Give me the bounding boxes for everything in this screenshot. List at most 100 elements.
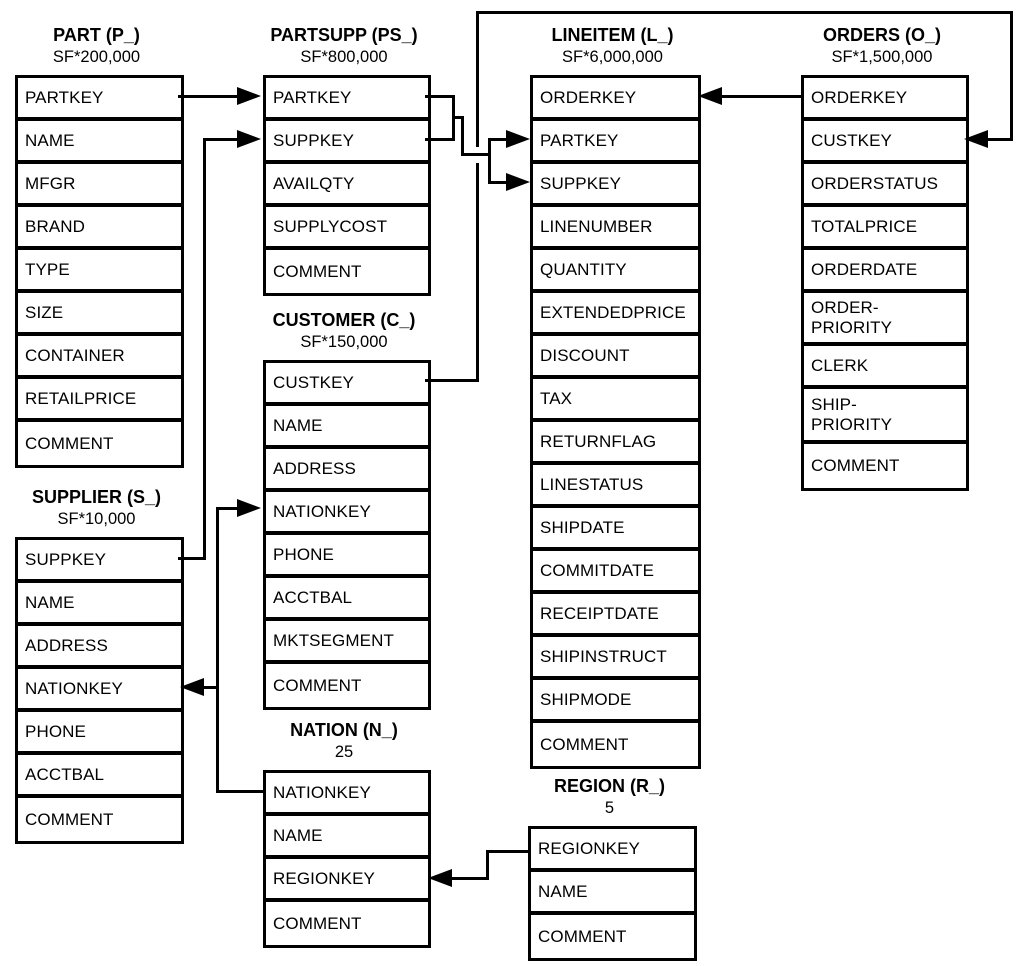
table-cardinality: SF*6,000,000 <box>562 47 663 66</box>
table-title: PART (P_) <box>53 25 140 45</box>
relationship-line <box>720 94 801 98</box>
column-cell: PHONE <box>266 535 428 578</box>
column-cell: COMMENT <box>538 926 627 946</box>
relationship-line <box>476 10 479 147</box>
relationship-line <box>215 506 219 793</box>
arrowhead-icon <box>237 130 261 148</box>
relationship-line <box>460 115 464 156</box>
relationship-line <box>485 850 489 880</box>
column-cell: AVAILQTY <box>266 164 428 207</box>
relationship-line <box>986 137 1013 141</box>
table-header-partsupp: PARTSUPP (PS_)SF*800,000 <box>233 25 455 67</box>
table-cardinality: SF*200,000 <box>52 47 141 66</box>
relationship-line <box>425 378 479 382</box>
column-cell: ACCTBAL <box>18 755 181 798</box>
column-cell: COMMITDATE <box>533 551 698 594</box>
column-cell: PARTKEY <box>18 78 181 121</box>
column-cell: COMMENT <box>25 809 114 829</box>
column-cell: SUPPKEY <box>533 164 698 207</box>
relationship-line <box>425 137 455 141</box>
table-cardinality: SF*800,000 <box>300 47 388 66</box>
table-title: SUPPLIER (S_) <box>31 487 162 507</box>
column-cell: ORDER- PRIORITY <box>804 293 966 346</box>
column-cell: NAME <box>18 121 181 164</box>
column-cell: PHONE <box>18 712 181 755</box>
column-cell: CONTAINER <box>18 336 181 379</box>
relationship-line <box>202 137 206 560</box>
column-cell: EXTENDEDPRICE <box>533 293 698 336</box>
relationship-line <box>485 850 528 853</box>
column-cell: SHIP- PRIORITY <box>804 389 966 444</box>
relationship-line <box>450 876 488 880</box>
column-cell: TOTALPRICE <box>804 207 966 250</box>
column-cell: PARTKEY <box>533 121 698 164</box>
table-header-orders: ORDERS (O_) SF*1,500,000 <box>771 25 993 67</box>
relationship-line <box>202 685 217 689</box>
relationship-line <box>487 137 510 141</box>
column-cell: MKTSEGMENT <box>266 621 428 664</box>
column-cell: NAME <box>266 816 428 859</box>
table-header-lineitem: LINEITEM (L_) SF*6,000,000 <box>500 25 725 67</box>
relationship-line <box>215 506 241 510</box>
column-cell: NAME <box>18 583 181 626</box>
arrowhead-icon <box>237 87 261 105</box>
table-header-part: PART (P_) SF*200,000 <box>0 25 208 67</box>
arrowhead-icon <box>506 173 530 191</box>
column-cell: ORDERKEY <box>804 78 966 121</box>
relationship-line <box>1010 10 1013 141</box>
relationship-line <box>487 180 510 184</box>
column-cell: REGIONKEY <box>266 859 428 902</box>
relationship-line <box>487 137 491 184</box>
arrowhead-icon <box>237 499 261 517</box>
column-cell: NAME <box>266 406 428 449</box>
table-title: LINEITEM (L_) <box>551 25 674 45</box>
column-cell: LINESTATUS <box>533 465 698 508</box>
table-title: CUSTOMER (C_) <box>272 310 416 330</box>
column-cell: ADDRESS <box>266 449 428 492</box>
column-cell: NATIONKEY <box>266 773 428 816</box>
column-cell: LINENUMBER <box>533 207 698 250</box>
column-cell: RETURNFLAG <box>533 422 698 465</box>
table-cardinality: SF*1,500,000 <box>831 47 933 66</box>
column-cell: SHIPDATE <box>533 508 698 551</box>
table-cardinality: SF*10,000 <box>57 509 136 528</box>
arrowhead-icon <box>428 869 452 887</box>
column-cell: NATIONKEY <box>266 492 428 535</box>
relationship-line <box>178 94 240 98</box>
relationship-line <box>451 115 464 119</box>
column-cell: ORDERSTATUS <box>804 164 966 207</box>
column-cell: COMMENT <box>273 675 362 695</box>
column-cell: SUPPLYCOST <box>266 207 428 250</box>
relationship-line <box>202 137 241 141</box>
column-cell: CUSTKEY <box>266 363 428 406</box>
relationship-line <box>476 10 1013 14</box>
column-cell: CLERK <box>804 346 966 389</box>
table-title: ORDERS (O_) <box>822 25 941 45</box>
column-cell: COMMENT <box>540 734 629 754</box>
table-cardinality: 25 <box>334 742 354 761</box>
arrowhead-icon <box>964 130 988 148</box>
column-cell: SUPPKEY <box>18 540 181 583</box>
column-cell: ORDERDATE <box>804 250 966 293</box>
relationship-line <box>425 94 455 98</box>
column-cell: NAME <box>531 872 694 915</box>
table-header-supplier: SUPPLIER (S_) SF*10,000 <box>0 487 208 529</box>
table-cardinality: SF*150,000 <box>300 332 388 351</box>
column-cell: ORDERKEY <box>533 78 698 121</box>
column-cell: COMMENT <box>273 913 362 933</box>
column-cell: BRAND <box>18 207 181 250</box>
relationship-line <box>178 556 205 560</box>
relationship-line <box>460 152 491 156</box>
column-cell: NATIONKEY <box>18 669 181 712</box>
column-cell: ADDRESS <box>18 626 181 669</box>
column-cell: DISCOUNT <box>533 336 698 379</box>
column-cell: SUPPKEY <box>266 121 428 164</box>
arrowhead-icon <box>506 130 530 148</box>
